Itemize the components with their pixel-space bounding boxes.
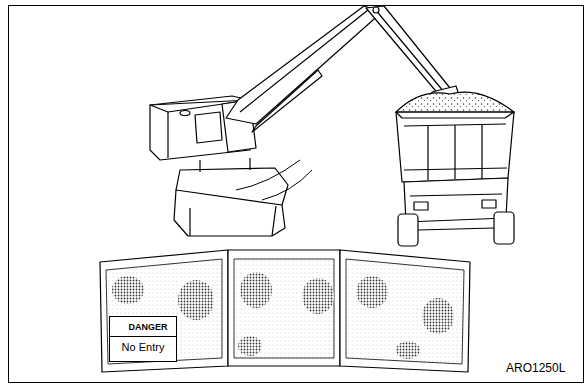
sign-heading: DANGER: [110, 322, 176, 337]
danger-sign: DANGER No Entry: [109, 316, 177, 362]
figure-code: ARO1250L: [506, 361, 565, 375]
dump-truck: [396, 92, 514, 246]
swing-arc: [236, 160, 312, 200]
sign-text: No Entry: [110, 340, 176, 354]
barrier: [100, 250, 470, 372]
